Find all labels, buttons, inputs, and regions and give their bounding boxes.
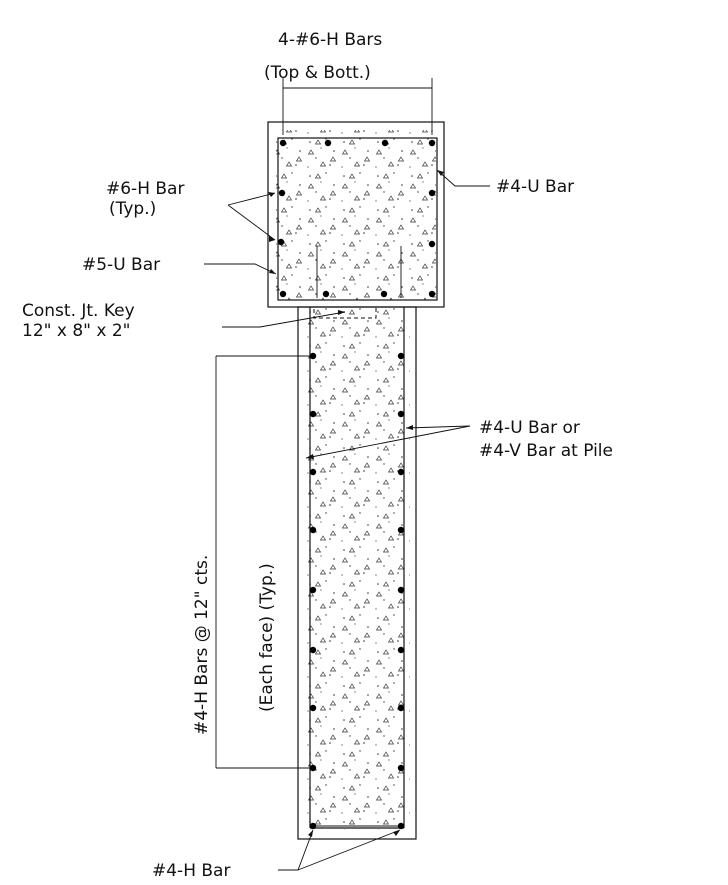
bar-stem-r3 bbox=[397, 468, 405, 476]
stem-outer-outline bbox=[297, 306, 417, 840]
label-v-bar-4-pile: #4-V Bar at Pile bbox=[479, 441, 613, 461]
bar-cap-r2 bbox=[428, 240, 436, 248]
bar-stem-l5 bbox=[309, 586, 317, 594]
label-const-jt-key: Const. Jt. Key bbox=[22, 301, 135, 321]
bar-cap-t3 bbox=[381, 139, 389, 147]
stem-section bbox=[297, 306, 417, 840]
stem-concrete-fill bbox=[306, 307, 410, 830]
bar-stem-r8 bbox=[397, 764, 405, 772]
leader-lines bbox=[204, 78, 490, 871]
label-u-bar-4-or: #4-U Bar or bbox=[479, 418, 580, 438]
bar-cap-t2 bbox=[324, 139, 332, 147]
cap-section bbox=[267, 121, 445, 308]
bar-cap-b2 bbox=[322, 290, 330, 298]
bar-cap-br bbox=[428, 290, 436, 298]
bar-cap-tl bbox=[279, 139, 287, 147]
bar-stem-r9 bbox=[397, 822, 405, 830]
bar-stem-l3 bbox=[309, 468, 317, 476]
label-const-jt-key-dims: 12" x 8" x 2" bbox=[22, 321, 130, 341]
bar-cap-b3 bbox=[380, 290, 388, 298]
bar-stem-r1 bbox=[397, 352, 405, 360]
bar-stem-r7 bbox=[397, 704, 405, 712]
label-h-bars-spacing: #4-H Bars @ 12" cts. bbox=[192, 555, 212, 735]
bar-cap-bl bbox=[279, 290, 287, 298]
bar-stem-l9 bbox=[309, 822, 317, 830]
bar-cap-r1 bbox=[428, 189, 436, 197]
label-u-bar-4-top: #4-U Bar bbox=[496, 177, 574, 197]
cap-concrete-fill bbox=[276, 130, 436, 300]
bar-cap-tr bbox=[428, 139, 436, 147]
bar-stem-l7 bbox=[309, 704, 317, 712]
bar-cap-l2 bbox=[277, 238, 285, 246]
bar-stem-r4 bbox=[397, 526, 405, 534]
bar-cap-l1 bbox=[278, 189, 286, 197]
bar-stem-r6 bbox=[397, 646, 405, 654]
bar-stem-r2 bbox=[397, 410, 405, 418]
label-u-bar-5: #5-U Bar bbox=[82, 255, 160, 275]
bar-stem-l2 bbox=[309, 410, 317, 418]
cap-stirrup-5u bbox=[277, 137, 438, 301]
bar-stem-l6 bbox=[309, 646, 317, 654]
label-top-bars-note: (Top & Bott.) bbox=[264, 63, 371, 83]
label-h-bar-4-bottom: #4-H Bar bbox=[152, 861, 230, 881]
label-h-bar-6: #6-H Bar bbox=[106, 179, 184, 199]
bar-stem-l4 bbox=[309, 526, 317, 534]
label-h-bar-6-note: (Typ.) bbox=[109, 199, 156, 219]
bar-stem-r5 bbox=[397, 586, 405, 594]
label-top-bars: 4-#6-H Bars bbox=[278, 30, 382, 50]
bar-stem-l1 bbox=[309, 352, 317, 360]
bar-stem-l8 bbox=[309, 764, 317, 772]
label-h-bars-each-face: (Each face) (Typ.) bbox=[257, 563, 277, 712]
